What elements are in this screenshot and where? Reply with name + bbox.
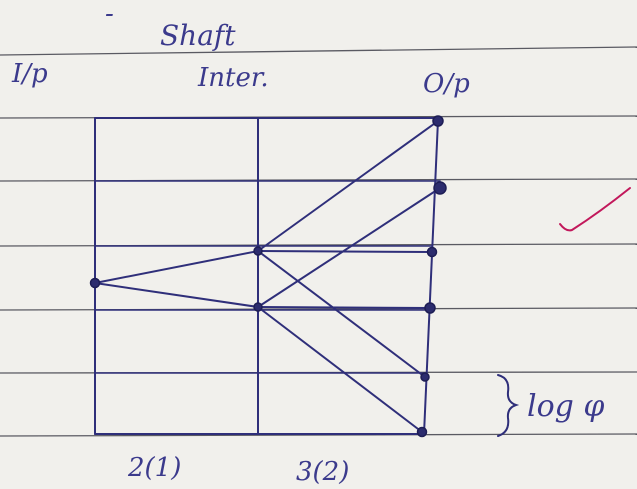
- ray-inter-2-to-out-2: [257, 187, 441, 308]
- node-output-6: [416, 426, 428, 438]
- stage-label-1: 2(1): [127, 453, 181, 483]
- ray-inter-2-to-out-6: [257, 306, 423, 433]
- speed-rays: [94, 120, 441, 433]
- node-output-3: [426, 246, 438, 258]
- speed-nodes: [89, 115, 447, 438]
- node-intermediate-1: [253, 246, 263, 256]
- intermediate-shaft-label: Inter.: [197, 63, 269, 93]
- header-dash: -: [105, 0, 114, 29]
- check-mark-icon: [559, 187, 631, 232]
- node-input: [89, 277, 101, 289]
- node-intermediate-2: [253, 302, 263, 312]
- input-shaft-label: I/p: [11, 59, 48, 89]
- ray-inter-2-to-out-4: [257, 306, 431, 309]
- node-output-4: [424, 302, 436, 314]
- ruled-line: [0, 46, 637, 56]
- node-output-5: [420, 372, 430, 382]
- node-output-1: [432, 115, 444, 127]
- node-output-2: [433, 181, 447, 195]
- shaft-grid: [94, 117, 441, 435]
- ray-input-to-inter-1: [94, 250, 259, 284]
- output-shaft-line: [423, 119, 439, 435]
- ray-inter-1-to-out-5: [257, 250, 426, 378]
- ray-input-to-inter-2: [94, 282, 259, 308]
- shaft-heading: Shaft: [160, 19, 236, 52]
- ray-inter-1-to-out-3: [257, 250, 433, 253]
- curly-brace-icon: [497, 374, 520, 437]
- log-phi-label: log φ: [527, 389, 604, 424]
- stage-label-2: 3(2): [296, 457, 349, 487]
- output-shaft-label: O/p: [423, 69, 470, 99]
- ray-inter-1-to-out-1: [257, 120, 439, 252]
